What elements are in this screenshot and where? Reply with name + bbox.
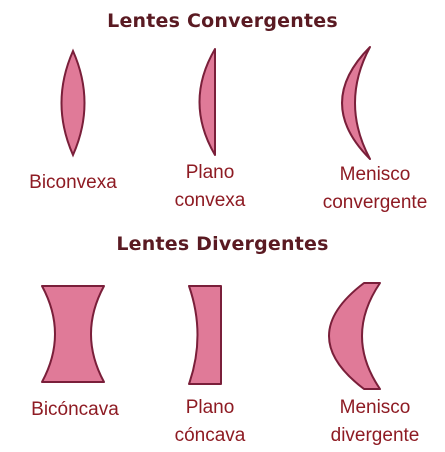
biconvex-label: Biconvexa (8, 172, 138, 194)
diverging-meniscus-lens (314, 280, 384, 392)
diverging-meniscus-label-line2: divergente (310, 425, 440, 447)
plano-convex-label-line1: Plano (155, 162, 265, 184)
divergent-lenses-title: Lentes Divergentes (0, 233, 445, 255)
converging-meniscus-label-line1: Menisco (310, 164, 440, 186)
plano-concave-label-line2: cóncava (155, 425, 265, 447)
biconcave-label: Bicóncava (10, 399, 140, 421)
converging-meniscus-lens (326, 44, 376, 162)
biconvex-lens (48, 48, 98, 158)
convergent-lenses-title: Lentes Convergentes (0, 10, 445, 32)
diverging-meniscus-label-line1: Menisco (310, 397, 440, 419)
converging-meniscus-label-line2: convergente (310, 192, 440, 214)
plano-concave-lens (186, 283, 226, 387)
plano-concave-label-line1: Plano (155, 397, 265, 419)
biconcave-lens (38, 283, 108, 385)
plano-convex-label-line2: convexa (155, 190, 265, 212)
plano-convex-lens (186, 46, 226, 158)
